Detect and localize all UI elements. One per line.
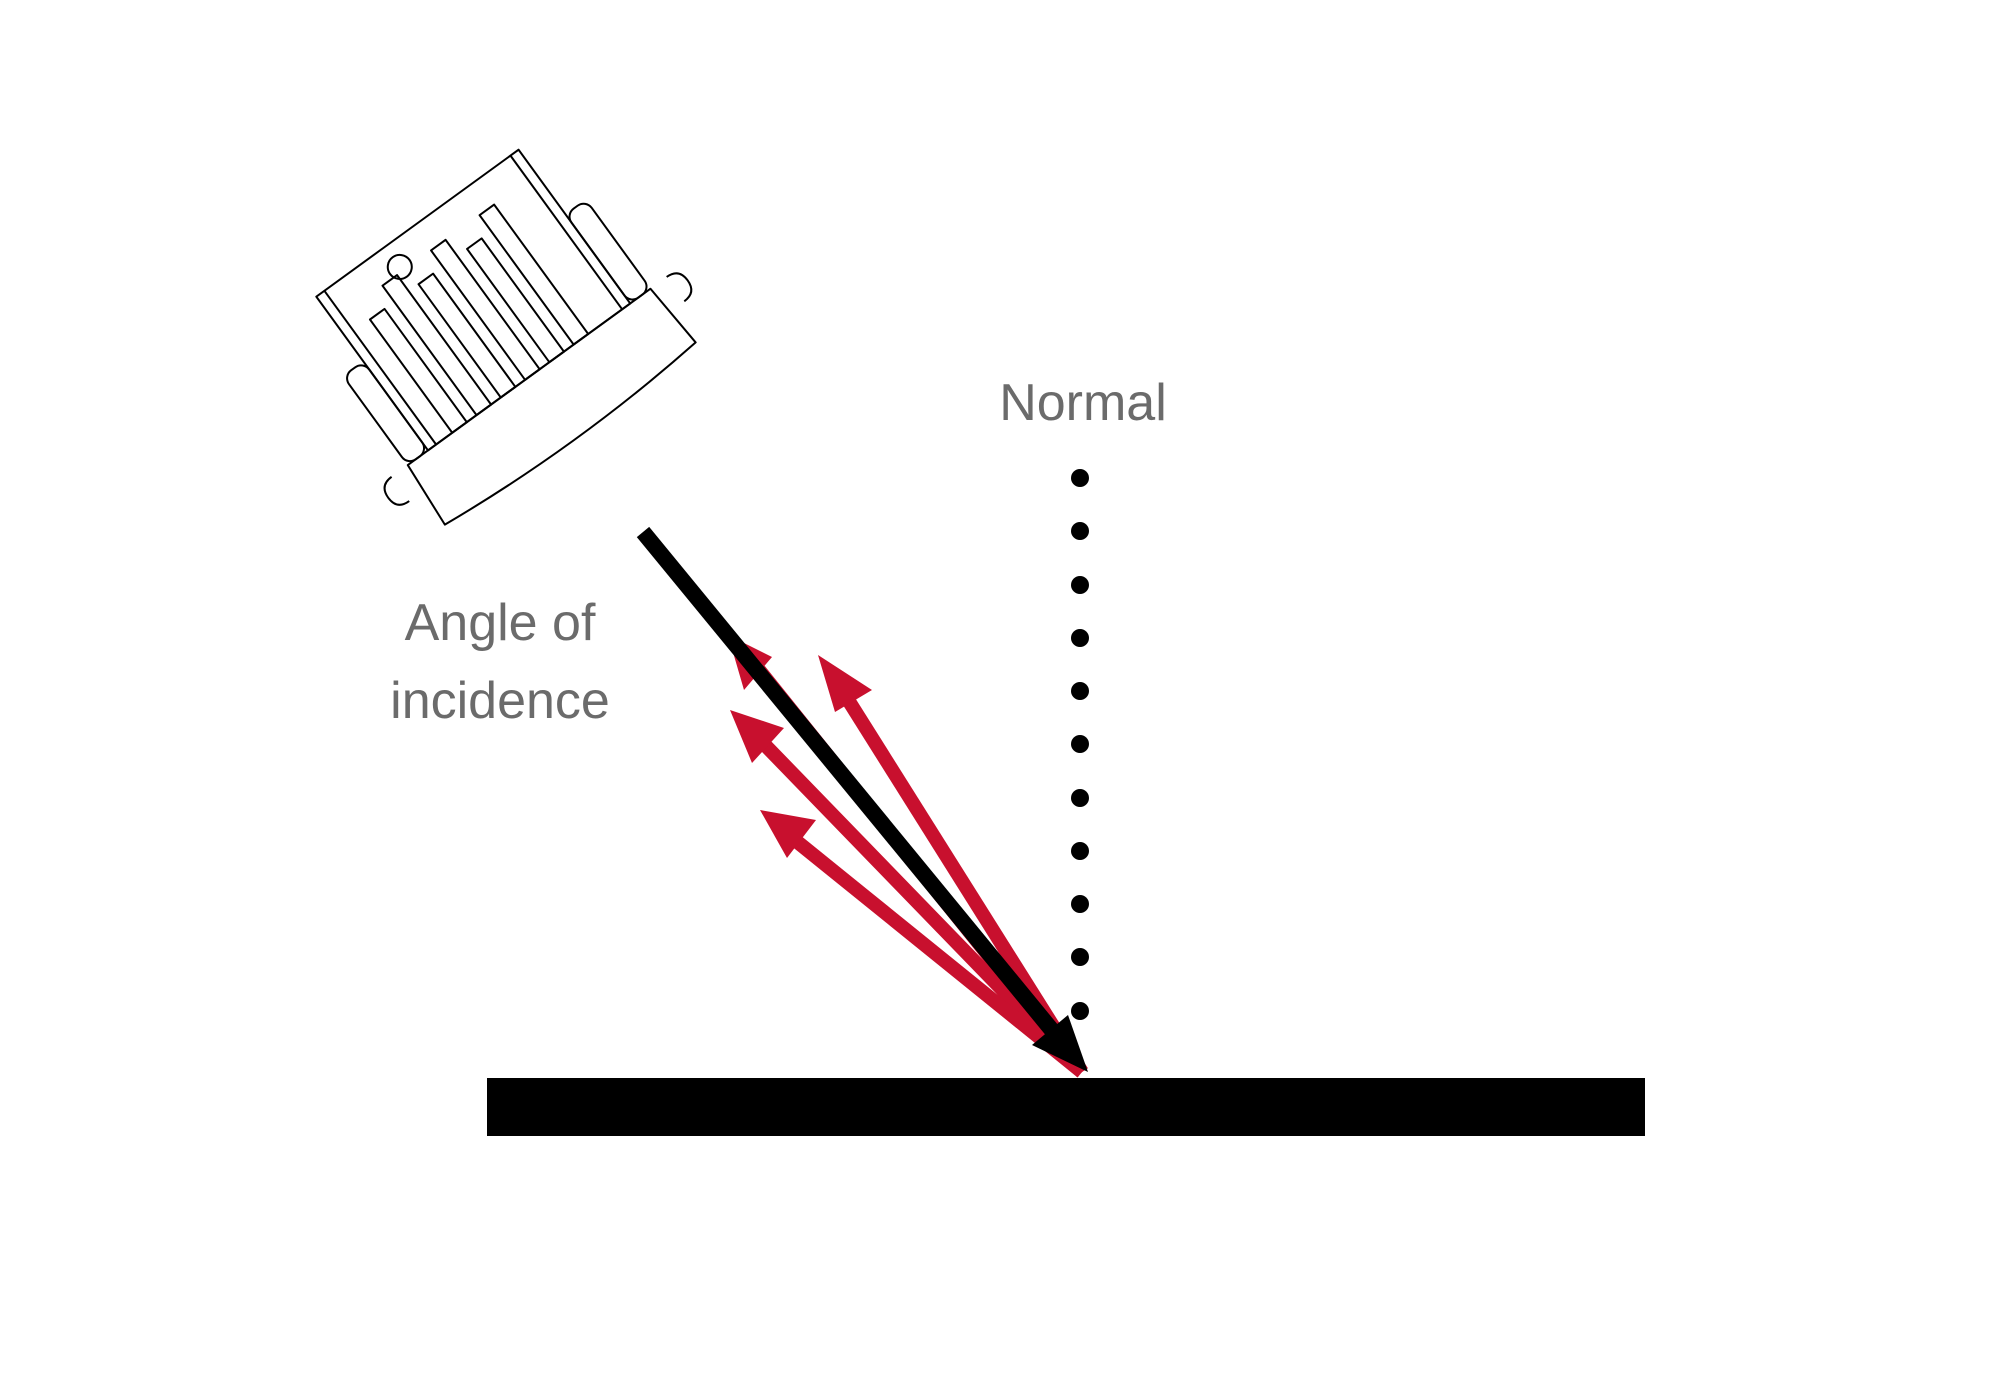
reflecting-surface bbox=[487, 1078, 1645, 1136]
angle-of-incidence-label-line1: Angle of bbox=[405, 594, 596, 652]
normal-line bbox=[1071, 469, 1089, 1020]
angle-of-incidence-label-line2: incidence bbox=[390, 672, 610, 730]
normal-label: Normal bbox=[999, 374, 1167, 432]
incident-ray bbox=[636, 526, 1088, 1072]
light-source-device-icon bbox=[315, 148, 697, 526]
reflected-ray-arrowhead bbox=[818, 655, 872, 712]
reflected-ray-arrowhead bbox=[760, 810, 816, 858]
reflected-ray-arrowhead bbox=[730, 710, 784, 763]
incident-ray-arrowhead bbox=[1032, 1015, 1088, 1072]
